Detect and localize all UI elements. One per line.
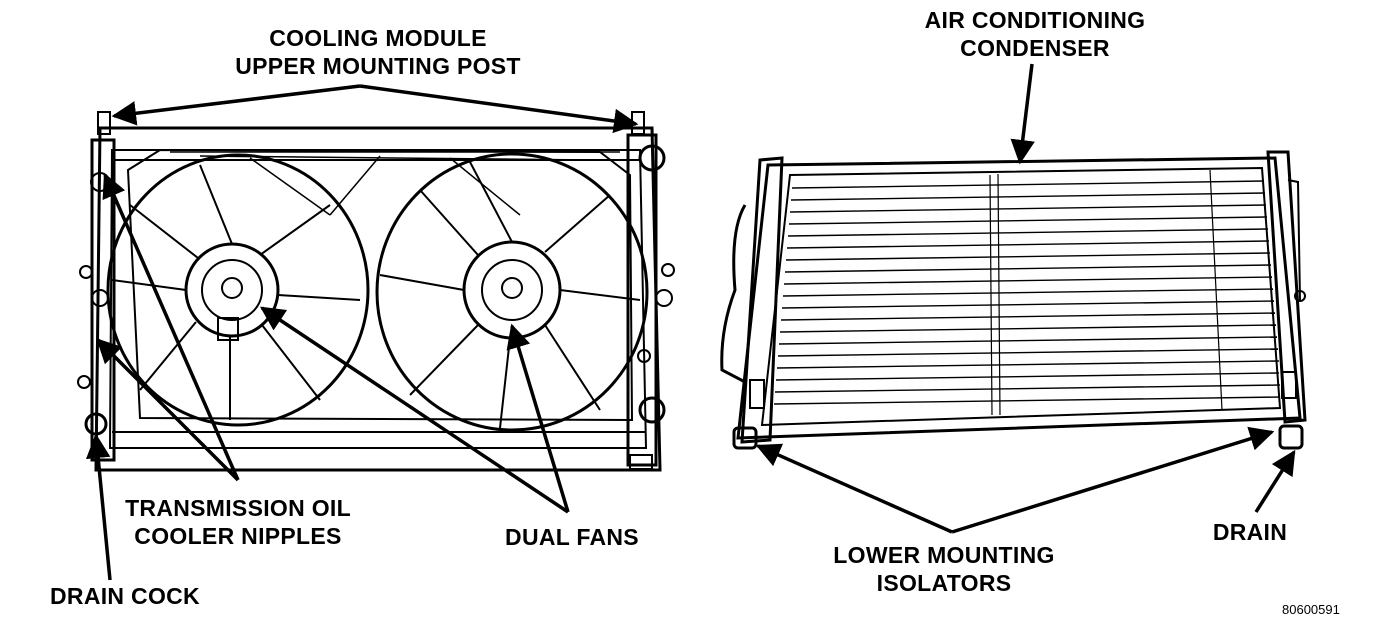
label-lower-mounting-isolators: LOWER MOUNTING ISOLATORS [818,541,1070,597]
label-transmission-oil-cooler-nipples: TRANSMISSION OIL COOLER NIPPLES [118,494,358,550]
label-line: DUAL FANS [505,524,639,550]
label-line: CONDENSER [960,35,1110,61]
trans-cooler-nipple-lower [91,289,109,307]
label-drain: DRAIN [1200,518,1300,546]
leader-arrows [85,63,1296,581]
label-line: TRANSMISSION OIL [125,495,351,521]
arrow-lower-isolator-left [755,443,953,534]
ac-condenser [720,150,1307,450]
arrow-drain [1254,449,1296,513]
lower-isolator-right [1278,424,1304,450]
lower-isolator-left [732,426,758,450]
arrow-dual-fans-left [259,306,569,514]
right-fan [375,152,649,432]
arrow-ac-condenser [1010,63,1035,165]
upper-post-left [97,111,111,135]
fan-shroud [126,148,634,422]
label-ac-condenser: AIR CONDITIONING CONDENSER [905,6,1165,62]
label-line: DRAIN [1212,519,1288,545]
label-line: COOLER NIPPLES [134,523,342,549]
arrow-upper-post-right [359,84,639,134]
lower-hose-fitting [638,396,666,424]
arrow-drain-cock [85,433,112,581]
label-dual-fans: DUAL FANS [496,523,648,551]
label-line: COOLING MODULE [269,25,487,51]
arrow-dual-fans-right [506,323,570,513]
condenser-left-tank [740,156,784,444]
label-drain-cock: DRAIN COCK [40,582,210,610]
upper-hose-fitting [638,144,666,172]
arrow-trans-cooler-upper [102,172,240,481]
label-cooling-module-upper-post: COOLING MODULE UPPER MOUNTING POST [228,24,528,80]
arrow-lower-isolator-right [951,426,1275,534]
label-line: ISOLATORS [876,570,1012,596]
condenser-fins [773,180,1281,405]
condenser-right-tank [1266,150,1307,424]
label-line: LOWER MOUNTING [833,542,1055,568]
label-line: UPPER MOUNTING POST [235,53,521,79]
arrow-trans-cooler-lower [96,338,240,482]
arrow-upper-post-left [111,84,361,126]
label-line: DRAIN COCK [50,583,200,609]
left-fan [106,153,370,427]
label-line: AIR CONDITIONING [924,7,1146,33]
figure-code: 80600591 [1282,602,1340,617]
